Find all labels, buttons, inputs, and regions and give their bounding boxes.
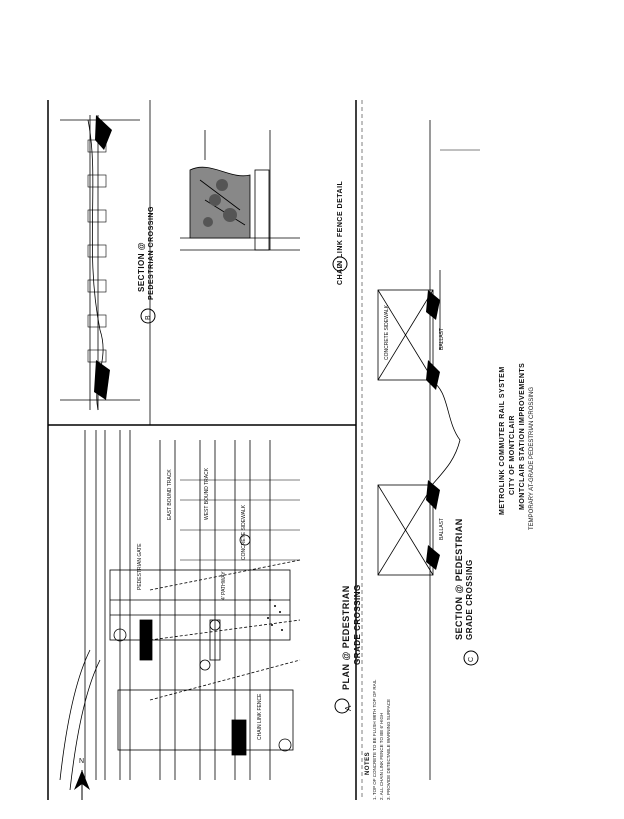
sheet-frame xyxy=(47,100,357,800)
title-block-line2: CITY OF MONTCLAIR xyxy=(509,415,516,495)
section-c-label-3: BALLAST xyxy=(439,518,445,540)
section-c-view xyxy=(361,100,480,800)
plan-label-1: EAST BOUND TRACK xyxy=(167,469,173,520)
section-b-view xyxy=(60,115,140,411)
section-c-title: SECTION @ PEDESTRIAN xyxy=(454,518,464,640)
notes-line: 2. ALL CHAIN LINK FENCE TO BE 6' HIGH xyxy=(379,712,384,800)
plan-title-line1: PLAN @ PEDESTRIAN xyxy=(341,585,351,690)
section-b-title-2: PEDESTRIAN CROSSING xyxy=(148,206,155,300)
plan-label-2: WEST BOUND TRACK xyxy=(204,467,210,520)
plan-label-4: CONCRETE SIDEWALK xyxy=(241,504,247,560)
plan-view xyxy=(59,430,301,791)
title-block-line3: MONTCLAIR STATION IMPROVEMENTS xyxy=(519,362,526,510)
chain-link-circle-letter: 2 xyxy=(337,264,344,268)
plan-circle-letter: A xyxy=(344,705,353,711)
plan-label-3: 4' PATHWAY xyxy=(221,571,227,600)
notes-line: 1. TOP OF CONCRETE TO BE FLUSH WITH TOP … xyxy=(372,679,377,800)
notes-line: 3. PROVIDE DETECTABLE WARNING SURFACE xyxy=(386,698,391,800)
plan-title-2: GRADE CROSSING xyxy=(353,584,362,665)
section-b-circle-letter: B xyxy=(145,315,152,320)
section-c-circle-letter: C xyxy=(468,656,475,662)
plan-title-line2: GRADE CROSSING xyxy=(353,584,362,665)
notes-heading: NOTES xyxy=(365,751,371,775)
section-c-label-1: CONCRETE SIDEWALK xyxy=(384,304,390,360)
title-block-line4: TEMPORARY AT-GRADE PEDESTRIAN CROSSING xyxy=(529,386,535,530)
plan-label-6: CHAIN LINK FENCE xyxy=(257,693,263,740)
chain-link-detail-title: CHAIN LINK FENCE DETAIL xyxy=(337,180,344,285)
north-arrow-letter: N xyxy=(79,758,85,765)
north-arrow-icon xyxy=(74,770,90,800)
section-c-label-2: BALLAST xyxy=(439,328,445,350)
section-c-title-2: GRADE CROSSING xyxy=(465,559,474,640)
title-block-line1: METROLINK COMMUTER RAIL SYSTEM xyxy=(499,366,506,515)
plan-label-5: PEDESTRIAN GATE xyxy=(137,543,143,590)
section-b-title: SECTION @ xyxy=(137,241,146,292)
plan-title: PLAN @ PEDESTRIAN xyxy=(341,585,351,690)
callout-circles xyxy=(140,256,479,714)
chain-link-fence-detail xyxy=(180,130,300,251)
